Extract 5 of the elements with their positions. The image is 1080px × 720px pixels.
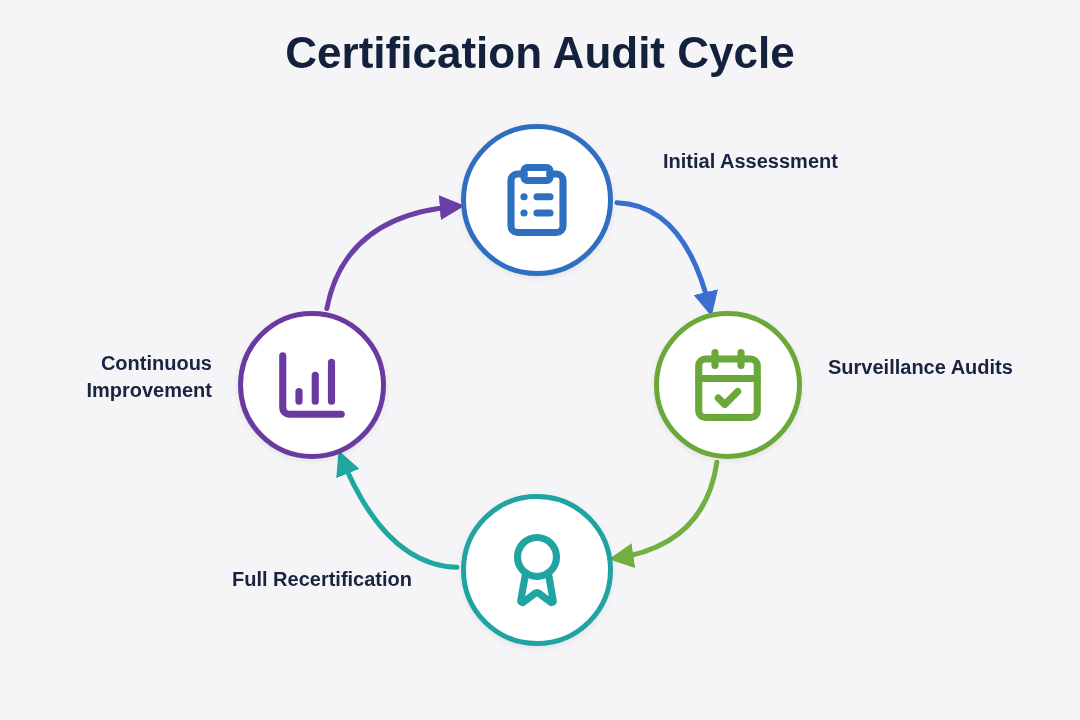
diagram-title: Certification Audit Cycle (284, 28, 796, 78)
step-label: Initial Assessment (663, 149, 839, 174)
step-label: Surveillance Audits (828, 355, 1014, 380)
step-label: Full Recertification (231, 567, 413, 592)
step-label: Continuous Improvement (85, 351, 212, 403)
